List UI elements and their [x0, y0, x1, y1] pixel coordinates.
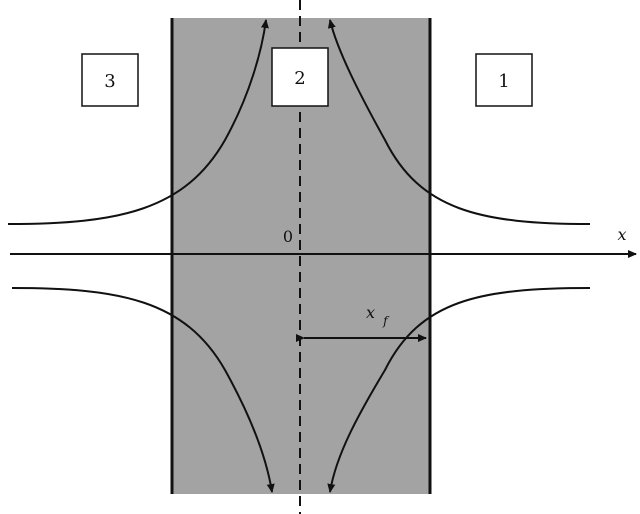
- dimension-label-base: x: [366, 303, 375, 322]
- dimension-label-subscript: f: [382, 314, 390, 328]
- upper-left-streamline: [7, 19, 269, 225]
- origin-label: 0: [283, 227, 293, 246]
- lower-left-streamline: [11, 287, 275, 493]
- region-2-box: 2: [271, 47, 329, 107]
- x-axis-label: x: [617, 225, 626, 244]
- lower-right-streamline: [327, 287, 591, 493]
- upper-right-streamline: [327, 19, 591, 225]
- region-3-box: 3: [81, 53, 139, 107]
- region-1-label: 1: [498, 71, 509, 92]
- region-1-box: 1: [475, 53, 533, 107]
- dimension-label: x f: [366, 303, 390, 328]
- region-3-label: 3: [104, 71, 115, 92]
- region-2-label: 2: [294, 68, 305, 89]
